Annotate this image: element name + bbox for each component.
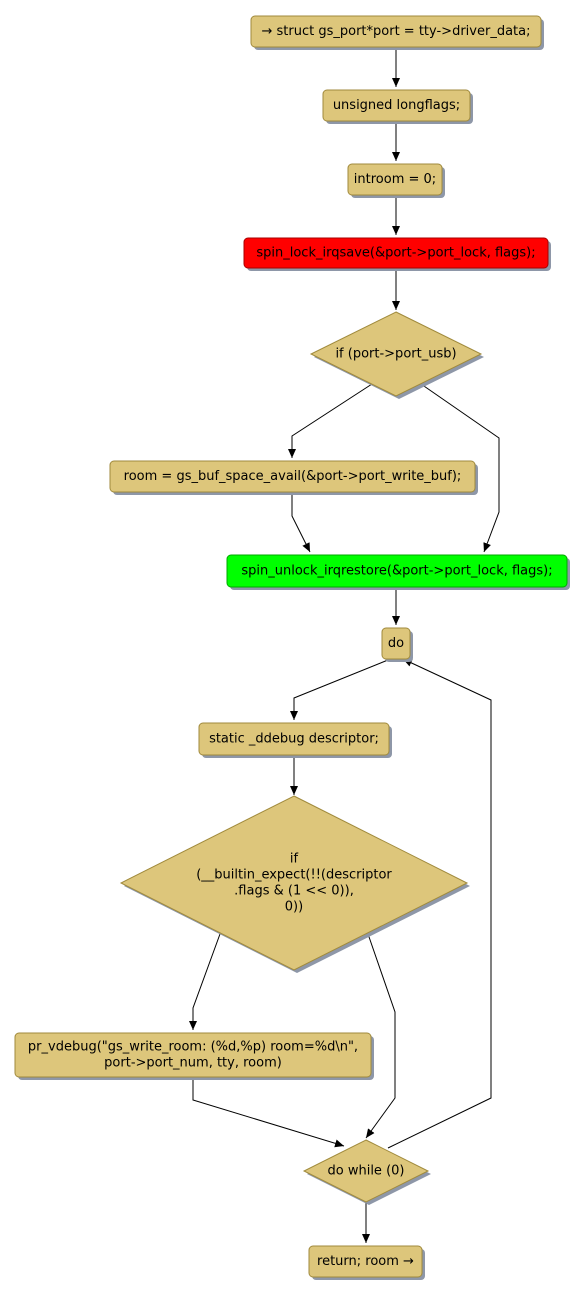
node-flags-decl: unsigned longflags; xyxy=(322,89,473,124)
edge-if-debug-true xyxy=(189,933,221,1030)
node-buf-space-avail-label: room = gs_buf_space_avail(&port->port_wr… xyxy=(124,469,462,484)
node-do-label: do xyxy=(388,636,404,651)
node-do-shape xyxy=(381,627,411,660)
node-if-builtin-expect-label: .flags & (1 << 0)), xyxy=(234,884,354,899)
node-buf-space-avail: room = gs_buf_space_avail(&port->port_wr… xyxy=(109,460,478,495)
node-port-assign-shape xyxy=(250,15,542,48)
node-if-builtin-expect: if(__builtin_expect(!!(descriptor.flags … xyxy=(119,795,470,973)
node-return-room: return; room → xyxy=(308,1245,425,1280)
node-spin-unlock-shape xyxy=(226,554,568,588)
node-do-while: do while (0) xyxy=(302,1139,431,1205)
node-spin-lock-shape xyxy=(243,237,549,269)
node-spin-unlock: spin_unlock_irqrestore(&port->port_lock,… xyxy=(226,554,570,590)
node-spin-unlock-label: spin_unlock_irqrestore(&port->port_lock,… xyxy=(241,564,552,579)
edge-do-to-descriptor xyxy=(290,659,389,720)
node-port-assign: → struct gs_port*port = tty->driver_data… xyxy=(250,15,544,50)
node-pr-vdebug-shape xyxy=(14,1032,372,1078)
node-if-builtin-expect-label: if xyxy=(290,852,299,867)
edge-if-usb-true xyxy=(288,383,373,458)
node-room-init-shape xyxy=(347,163,443,196)
node-if-port-usb: if (port->port_usb) xyxy=(309,311,484,399)
flow-nodes: → struct gs_port*port = tty->driver_data… xyxy=(14,15,570,1280)
node-if-port-usb-label: if (port->port_usb) xyxy=(335,347,456,362)
edge-avail-to-unlock xyxy=(291,492,311,553)
node-if-builtin-expect-label: 0)) xyxy=(285,900,303,915)
node-do-while-shape xyxy=(302,1139,430,1203)
node-return-room-label: return; room → xyxy=(317,1254,414,1269)
edge-if-usb-false xyxy=(420,383,500,553)
edge-vdebug-to-while xyxy=(192,1077,345,1148)
node-pr-vdebug-label: port->port_num, tty, room) xyxy=(104,1056,282,1071)
node-if-port-usb-shape xyxy=(309,311,483,397)
node-if-builtin-expect-label: (__builtin_expect(!!(descriptor xyxy=(196,868,392,883)
node-spin-lock-label: spin_lock_irqsave(&port->port_lock, flag… xyxy=(256,246,535,261)
node-flags-decl-label: unsigned longflags; xyxy=(333,98,460,113)
node-buf-space-avail-shape xyxy=(109,460,476,493)
edge-while-loop-back xyxy=(387,658,492,1149)
node-port-assign-label: → struct gs_port*port = tty->driver_data… xyxy=(262,24,531,39)
edge-if-debug-false xyxy=(365,933,396,1139)
node-pr-vdebug-label: pr_vdebug("gs_write_room: (%d,%p) room=%… xyxy=(28,1040,358,1055)
node-room-init-label: introom = 0; xyxy=(354,172,436,187)
node-ddebug-descriptor: static _ddebug descriptor; xyxy=(198,722,392,758)
node-spin-lock: spin_lock_irqsave(&port->port_lock, flag… xyxy=(243,237,551,271)
node-do: do xyxy=(381,627,413,662)
node-do-while-label: do while (0) xyxy=(328,1164,405,1179)
flow-edges xyxy=(189,47,500,1243)
node-room-init: introom = 0; xyxy=(347,163,445,198)
node-ddebug-descriptor-shape xyxy=(198,722,390,756)
node-ddebug-descriptor-label: static _ddebug descriptor; xyxy=(209,732,379,747)
node-flags-decl-shape xyxy=(322,89,471,122)
node-if-builtin-expect-shape xyxy=(119,795,469,971)
node-return-room-shape xyxy=(308,1245,423,1278)
node-pr-vdebug: pr_vdebug("gs_write_room: (%d,%p) room=%… xyxy=(14,1032,374,1080)
